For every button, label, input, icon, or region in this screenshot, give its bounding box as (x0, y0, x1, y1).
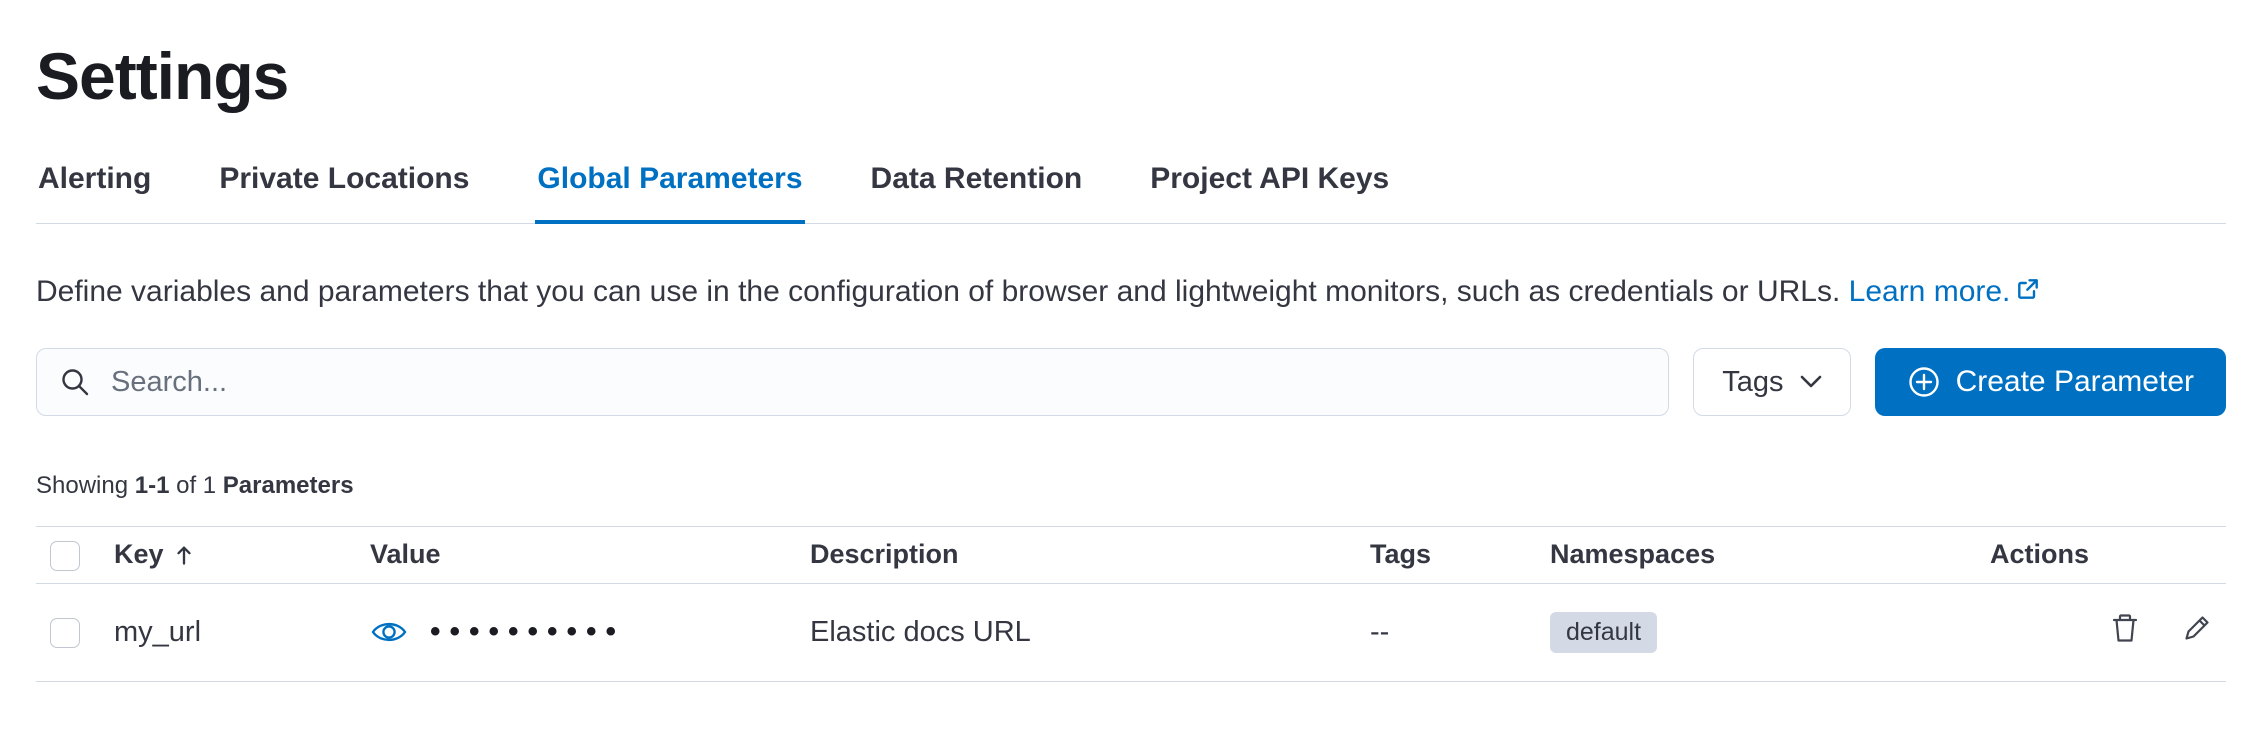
external-link-icon (2016, 268, 2040, 316)
tab-data-retention[interactable]: Data Retention (870, 162, 1083, 195)
summary-range: 1-1 (134, 472, 170, 499)
row-actions (2110, 612, 2212, 644)
column-header-namespaces: Namespaces (1536, 526, 1976, 584)
page-title: Settings (36, 39, 289, 113)
tags-filter-label: Tags (1722, 365, 1784, 398)
tab-alerting[interactable]: Alerting (38, 162, 152, 195)
description-text: Define variables and parameters that you… (36, 275, 1841, 308)
sort-ascending-icon (174, 544, 194, 566)
column-header-description: Description (796, 526, 1356, 584)
column-header-key-label: Key (114, 539, 164, 570)
column-header-key[interactable]: Key (114, 539, 194, 570)
settings-page: Settings Alerting Private Locations Glob… (36, 39, 2226, 682)
param-key: my_url (100, 583, 356, 682)
toolbar: Tags Create Parameter (36, 348, 2226, 416)
column-header-value: Value (356, 526, 796, 584)
edit-button[interactable] (2182, 613, 2212, 643)
search-box (36, 348, 1670, 416)
create-parameter-button[interactable]: Create Parameter (1874, 348, 2226, 416)
table-header-row: Key Value Description Tags Namespaces Ac… (36, 526, 2226, 584)
column-header-actions: Actions (1976, 526, 2226, 584)
tags-filter-button[interactable]: Tags (1693, 348, 1851, 416)
tab-bar: Alerting Private Locations Global Parame… (36, 162, 2226, 224)
chevron-down-icon (1800, 375, 1822, 389)
learn-more-link[interactable]: Learn more. (1848, 275, 2011, 308)
param-value-cell: •••••••••• (370, 615, 782, 649)
summary-prefix: Showing (36, 472, 135, 499)
trash-icon (2110, 612, 2140, 644)
column-header-tags: Tags (1356, 526, 1536, 584)
parameters-table: Key Value Description Tags Namespaces Ac… (36, 526, 2226, 682)
create-parameter-label: Create Parameter (1955, 365, 2194, 398)
search-icon (59, 366, 91, 398)
summary-middle: of 1 (169, 472, 223, 499)
tab-global-parameters[interactable]: Global Parameters (535, 162, 805, 224)
search-input[interactable] (109, 364, 1647, 400)
results-summary: Showing 1-1 of 1 Parameters (36, 472, 2226, 500)
row-checkbox[interactable] (50, 618, 80, 649)
summary-suffix: Parameters (222, 472, 354, 499)
tab-project-api-keys[interactable]: Project API Keys (1150, 162, 1390, 195)
plus-in-circle-icon (1907, 365, 1941, 399)
pencil-icon (2182, 613, 2212, 643)
masked-value: •••••••••• (430, 615, 626, 649)
tab-private-locations[interactable]: Private Locations (219, 162, 470, 195)
delete-button[interactable] (2110, 612, 2140, 644)
select-all-checkbox[interactable] (50, 540, 80, 571)
table-row: my_url •••••••••• Elastic docs URL -- de… (36, 583, 2226, 682)
namespace-badge: default (1550, 611, 1658, 653)
eye-icon[interactable] (370, 617, 408, 647)
param-description: Elastic docs URL (796, 583, 1356, 682)
description: Define variables and parameters that you… (36, 268, 2186, 316)
param-tags: -- (1356, 583, 1536, 682)
